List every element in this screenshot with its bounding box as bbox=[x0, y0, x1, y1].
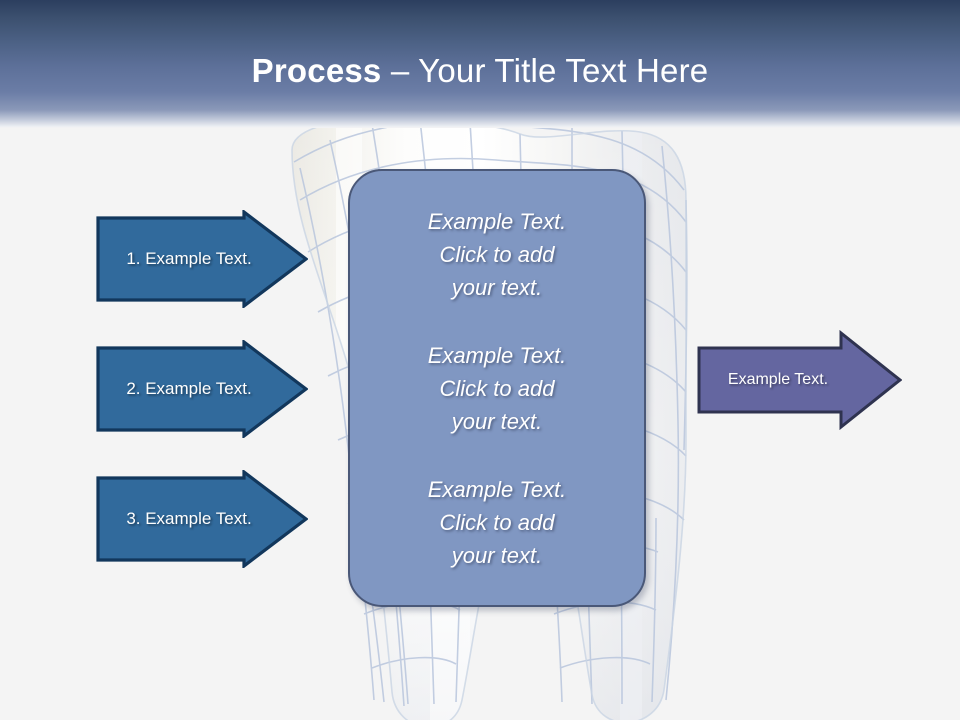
arrow-right-shape-icon bbox=[96, 210, 308, 308]
process-step-arrow-3[interactable]: 3. Example Text. bbox=[96, 470, 308, 568]
process-step-arrow-3-label: 3. Example Text. bbox=[126, 509, 252, 528]
process-step-arrow-2[interactable]: 2. Example Text. bbox=[96, 340, 308, 438]
process-step-arrow-2-label: 2. Example Text. bbox=[126, 379, 252, 398]
page-title-regular-part: – Your Title Text Here bbox=[390, 52, 709, 89]
center-panel-block-3: Example Text. Click to add your text. bbox=[427, 476, 567, 568]
page-title: Process – Your Title Text Here bbox=[0, 51, 960, 91]
page-title-bold-part: Process bbox=[251, 52, 391, 89]
arrow-right-shape-icon bbox=[96, 470, 308, 568]
process-step-arrow-1-label: 1. Example Text. bbox=[126, 249, 252, 268]
arrow-right-shape-icon bbox=[96, 340, 308, 438]
process-result-arrow[interactable]: Example Text. bbox=[697, 330, 902, 430]
center-content-panel[interactable]: Example Text. Click to add your text. Ex… bbox=[348, 169, 646, 607]
process-result-arrow-label: Example Text. bbox=[727, 371, 829, 388]
header-band bbox=[0, 0, 960, 128]
center-panel-block-1: Example Text. Click to add your text. bbox=[427, 208, 567, 300]
arrow-right-shape-icon bbox=[697, 330, 902, 430]
center-panel-block-2: Example Text. Click to add your text. bbox=[427, 342, 567, 434]
process-step-arrow-1[interactable]: 1. Example Text. bbox=[96, 210, 308, 308]
